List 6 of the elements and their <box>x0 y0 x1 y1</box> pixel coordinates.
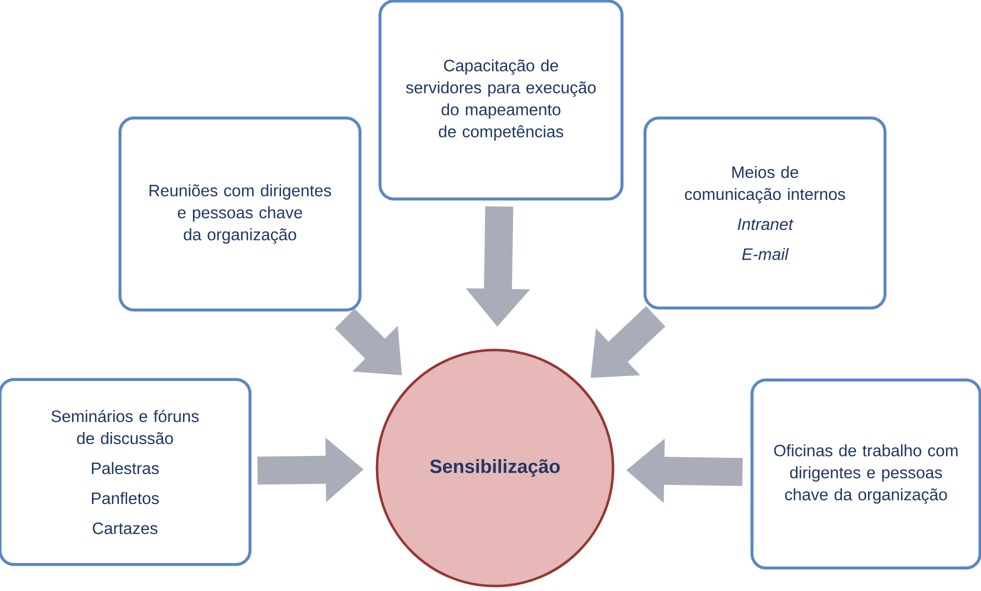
process-box: Meios de comunicação internos Intranet E-mail <box>644 116 887 310</box>
circle-node: Sensibilização <box>376 348 614 588</box>
process-box: Reuniões com dirigentes e pessoas chave da organização <box>118 116 362 312</box>
process-box: Capacitação de servidores para execução do mapeamento de competências <box>378 0 624 200</box>
process-box: Seminários e fóruns de discussão Palestras Panfletos Cartazes <box>0 378 252 566</box>
process-box: Oficinas de trabalho com dirigentes e pessoas chave da organização <box>750 378 981 570</box>
